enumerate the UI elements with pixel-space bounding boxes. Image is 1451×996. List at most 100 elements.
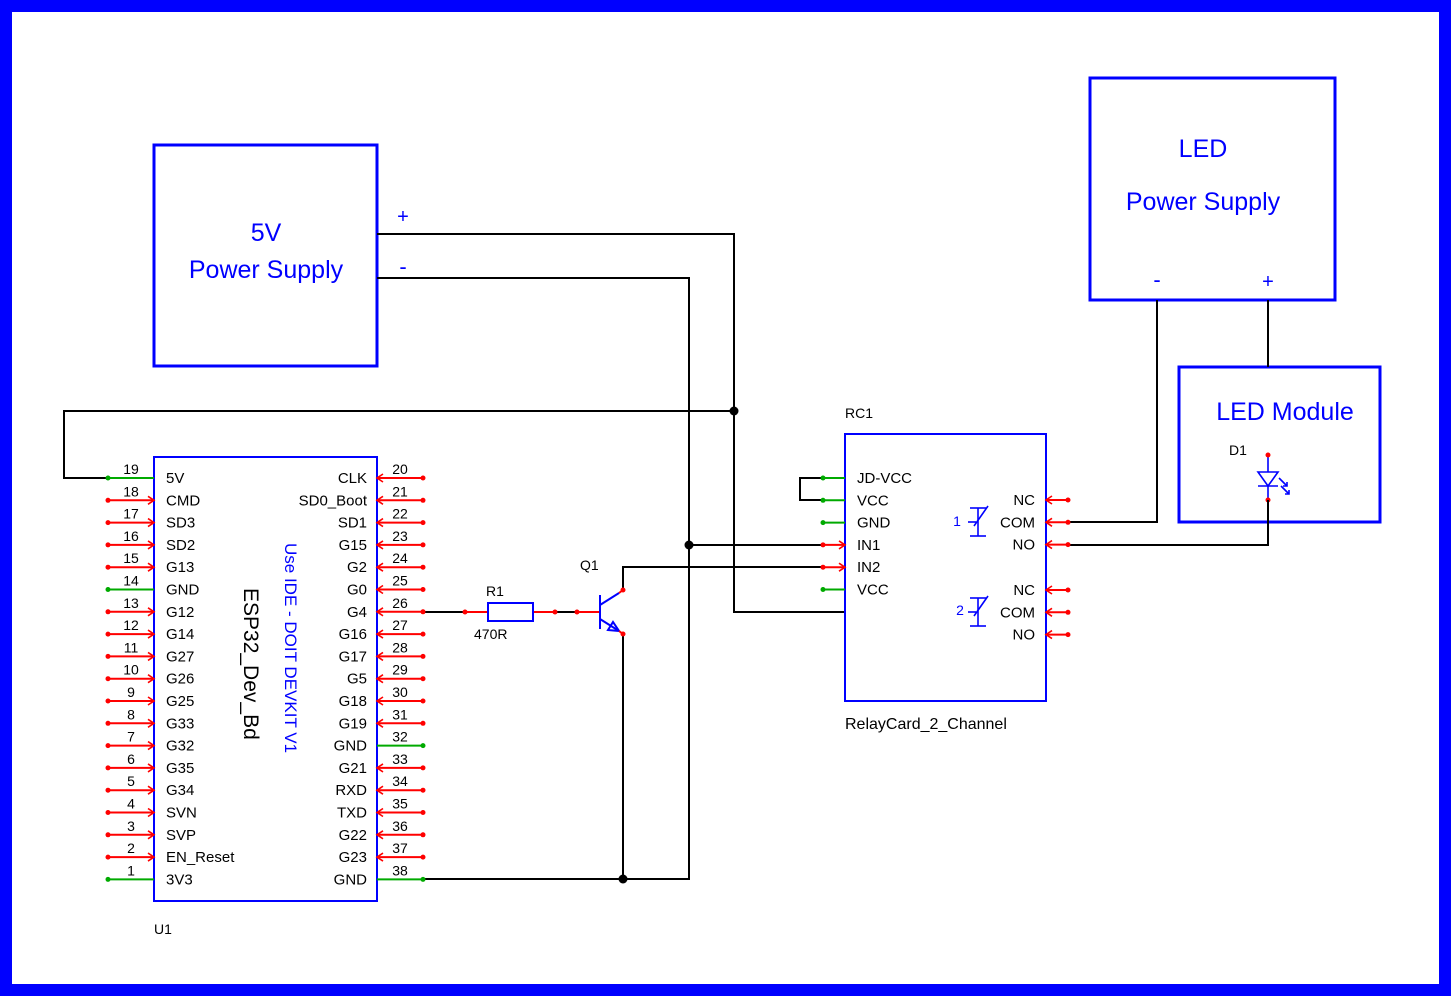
pin-number: 34 [392,773,408,789]
pin-label: G22 [339,827,367,844]
pin-terminal [420,631,426,637]
pin-terminal [1065,542,1071,548]
pin-label: SD3 [166,515,195,532]
pin-terminal [1065,609,1071,615]
wire-collector-in1 [622,566,823,590]
pin-label: G18 [339,693,367,710]
led-module-box [1177,365,1382,524]
pin-open-arrow-icon [147,763,156,773]
pin-number: 29 [392,662,408,678]
relay-ch1-pin-no: NO [1013,537,1071,554]
pin-terminal [105,810,111,815]
pin-terminal [420,787,426,793]
pin-open-arrow-icon [147,740,156,751]
pin-label: G13 [166,559,194,576]
pin-label: NC [1013,582,1035,599]
pin-number: 33 [392,751,408,767]
pin-terminal [820,564,826,570]
pin-terminal [820,520,826,526]
led-diode-icon [1256,455,1290,500]
pin-label: G16 [339,626,367,643]
pin-terminal [1065,587,1071,593]
r1-ref-label: R1 [486,583,504,599]
relay-ch2-pin-no: NO [1013,627,1071,644]
pin-open-arrow-icon [375,607,384,617]
pin-label: G21 [339,760,367,777]
pin-number: 28 [392,639,408,655]
pin-open-arrow-icon [375,830,384,840]
resistor-r1: R1 470R [462,583,558,642]
esp32-board: U1 ESP32_Dev_Bd Use IDE - DOIT DEVKIT V1… [105,456,426,937]
pin-open-arrow-icon [375,785,384,795]
pin-open-arrow-icon [147,852,156,862]
pin-open-arrow-icon [147,495,156,505]
pin-label: JD-VCC [857,470,912,487]
pin-label: GND [857,515,891,532]
pin-terminal [105,542,111,548]
q1-base-terminal [574,609,580,615]
q1-ref-label: Q1 [580,557,599,573]
pin-terminal [420,587,426,592]
relay-pin-in2: IN2 [820,559,880,576]
pin-number: 11 [124,639,139,655]
pin-number: 4 [127,796,135,812]
pin-number: 18 [123,483,139,499]
pin-number: 24 [392,550,408,566]
pin-label: NO [1013,627,1036,644]
pin-open-arrow-icon [1044,629,1053,640]
pin-label: COM [1000,604,1035,621]
pin-label: G2 [347,559,367,576]
pin-number: 25 [392,573,408,589]
pin-label: SD2 [166,537,195,554]
pin-terminal [105,720,111,726]
pin-terminal [820,475,826,481]
pin-open-arrow-icon [375,674,384,684]
pin-number: 12 [123,617,139,633]
pin-terminal [105,609,111,615]
pin-number: 21 [392,483,408,499]
pin-terminal [105,765,111,771]
pin-label: SVN [166,805,197,822]
pin-open-arrow-icon [375,562,384,572]
pin-open-arrow-icon [147,607,156,617]
relay-ch2-number: 2 [956,602,964,618]
relay-ch1-contact-icon [968,505,989,537]
pin-open-arrow-icon [147,674,156,684]
led-module-title: LED Module [1216,398,1354,426]
pin-terminal [105,520,111,526]
wire-no-led [1068,500,1269,546]
pin-number: 37 [392,840,408,856]
pin-terminal [420,676,426,682]
pin-open-arrow-icon [838,562,847,572]
pin-label: EN_Reset [166,849,235,866]
pin-open-arrow-icon [147,785,156,795]
pin-terminal [420,876,426,882]
pin-terminal [420,832,426,838]
junction-5v [729,406,739,416]
pin-number: 36 [392,818,408,834]
pin-terminal [820,587,826,592]
pin-terminal [105,698,111,704]
pin-number: 13 [123,595,139,611]
pin-terminal [105,564,111,570]
pin-open-arrow-icon [147,651,156,662]
pin-open-arrow-icon [147,517,156,528]
led-ref-label: D1 [1229,442,1247,458]
pin-number: 16 [123,528,139,544]
